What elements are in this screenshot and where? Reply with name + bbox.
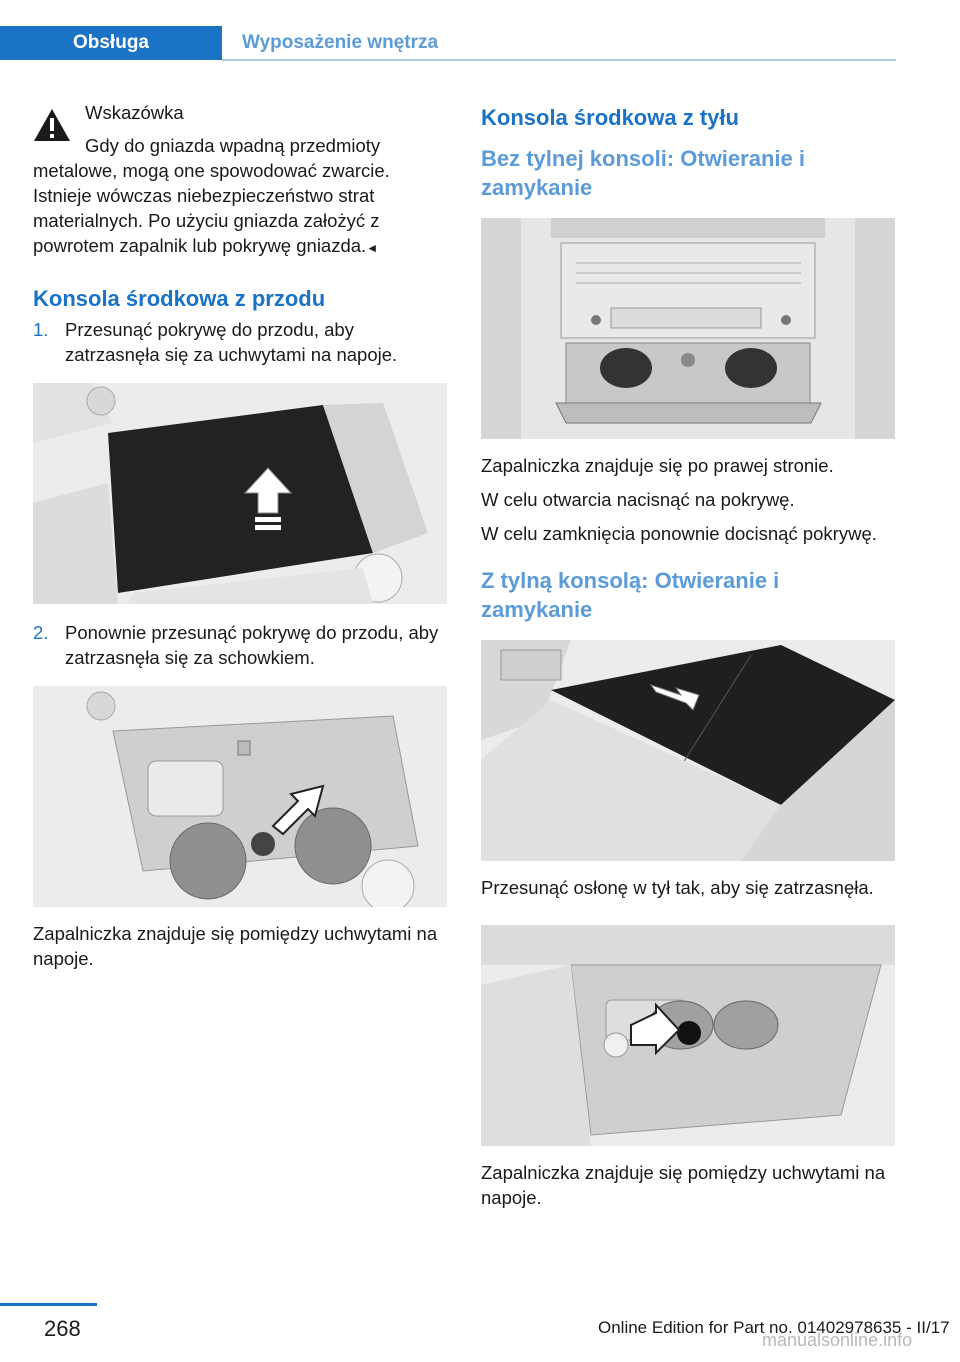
footer-rule: [0, 1303, 97, 1306]
heading-rear-console: Konsola środkowa z tyłu: [481, 105, 739, 130]
step-text: Ponownie przesunąć pokrywę do przodu, ab…: [65, 622, 439, 668]
step-number: 2.: [33, 622, 49, 643]
watermark: manualsonline.info: [762, 1330, 913, 1350]
edition-note: Online Edition for Part no. 01402978635 …: [598, 1318, 950, 1337]
caption-front: Zapalniczka znajduje się pomiędzy uchwyt…: [33, 923, 438, 969]
left-column: Wskazówka Gdy do gniazda wpadną przedmio…: [33, 100, 447, 980]
tab-obsluga[interactable]: Obsługa: [0, 26, 222, 60]
warning-note: Wskazówka Gdy do gniazda wpadną przedmio…: [33, 100, 447, 261]
figure-rear-without: [481, 218, 895, 439]
warning-text: Gdy do gniazda wpadną przedmioty metalow…: [33, 135, 390, 256]
step-number: 1.: [33, 319, 49, 340]
step-2: 2. Ponownie przesunąć pokrywę do przodu,…: [33, 620, 447, 670]
figure-front-cover: [33, 383, 447, 604]
heading-with-rear-console: Z tylną konsolą: Otwieranie i zamykanie: [481, 568, 780, 622]
caption-rear: Zapalniczka znajduje się pomiędzy uchwyt…: [481, 1162, 886, 1208]
page-number: 268: [44, 1316, 81, 1341]
end-mark: ◄: [366, 241, 379, 255]
text-slide-cover: Przesunąć osłonę w tył tak, aby się zatr…: [481, 877, 874, 898]
tab-wyposazenie-wnetrza[interactable]: Wyposażenie wnętrza: [242, 32, 439, 53]
text-open-instruction: W celu otwarcia nacisnąć na pokrywę.: [481, 489, 795, 510]
step-1: 1. Przesunąć pokrywę do przodu, aby zatr…: [33, 317, 447, 367]
step-text: Przesunąć pokrywę do przodu, aby zatrzas…: [65, 319, 398, 365]
heading-front-console: Konsola środkowa z przodu: [33, 286, 326, 311]
heading-without-rear-console: Bez tylnej konsoli: Otwieranie i zamykan…: [481, 146, 805, 200]
figure-rear-with-open: [481, 925, 895, 1146]
figure-rear-with-cover: [481, 640, 895, 861]
warning-title: Wskazówka: [85, 102, 184, 123]
header-rule: [222, 59, 896, 61]
warning-triangle-icon: [34, 109, 70, 141]
text-lighter-location: Zapalniczka znajduje się po prawej stron…: [481, 455, 834, 476]
text-close-instruction: W celu zamknięcia ponownie docisnąć pokr…: [481, 523, 877, 544]
right-column: Konsola środkowa z tyłu Bez tylnej konso…: [481, 100, 895, 1219]
figure-front-open: [33, 686, 447, 907]
